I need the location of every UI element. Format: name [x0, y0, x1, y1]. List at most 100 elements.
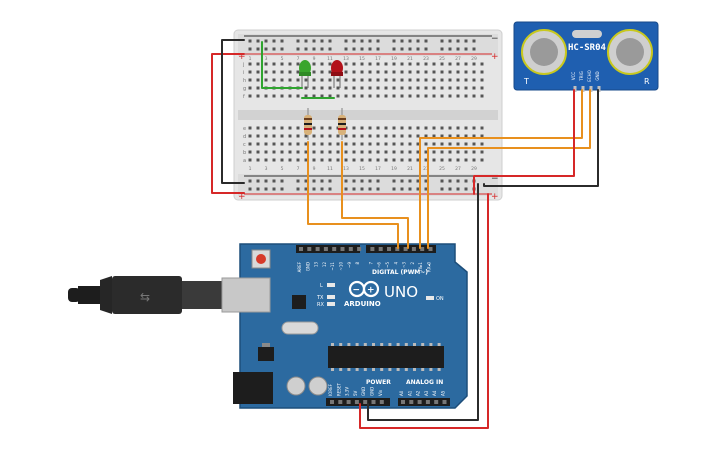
- column-number: 9: [313, 166, 316, 172]
- breadboard-hole: [400, 158, 404, 162]
- breadboard-hole: [360, 142, 364, 146]
- breadboard-hole: [360, 126, 364, 130]
- breadboard-hole: [312, 158, 316, 162]
- digital-pin-hole[interactable]: [307, 247, 312, 251]
- power-pin-hole[interactable]: [379, 400, 384, 404]
- digital-pin-hole[interactable]: [420, 247, 425, 251]
- analog-pin-hole[interactable]: [425, 400, 430, 404]
- chip-pin: [363, 368, 367, 371]
- power-pin-hole[interactable]: [371, 400, 376, 404]
- breadboard-hole: [360, 158, 364, 162]
- breadboard-hole: [352, 150, 356, 154]
- breadboard-hole: [432, 86, 436, 90]
- digital-pin-label: AREF: [297, 261, 302, 272]
- power-pin-label: 5V: [353, 390, 358, 396]
- rail-hole: [272, 39, 276, 43]
- power-pin-hole[interactable]: [330, 400, 334, 404]
- breadboard-hole: [296, 142, 300, 146]
- digital-pin-hole[interactable]: [403, 247, 408, 251]
- digital-pin-hole[interactable]: [332, 247, 337, 251]
- breadboard-hole: [248, 158, 252, 162]
- digital-pin-hole[interactable]: [378, 247, 383, 251]
- breadboard-hole: [408, 142, 412, 146]
- breadboard-hole: [472, 150, 476, 154]
- breadboard-hole: [480, 158, 484, 162]
- analog-pin-hole[interactable]: [434, 400, 439, 404]
- rail-hole: [464, 47, 468, 51]
- power-pin-hole[interactable]: [354, 400, 359, 404]
- wire-orange-trig: [419, 89, 583, 249]
- analog-pin-hole[interactable]: [417, 400, 422, 404]
- sensor-pin-label: GND: [595, 71, 600, 80]
- digital-pin-hole[interactable]: [387, 247, 391, 251]
- sensor-pin: [597, 86, 601, 92]
- breadboard-hole: [280, 150, 284, 154]
- digital-pin-hole[interactable]: [315, 247, 320, 251]
- breadboard-hole: [344, 158, 348, 162]
- chip-pin: [355, 343, 359, 346]
- breadboard-hole: [304, 150, 308, 154]
- sensor-pin: [581, 86, 585, 92]
- digital-pin-hole[interactable]: [323, 247, 328, 251]
- analog-pin-hole[interactable]: [442, 400, 447, 404]
- rail-hole: [312, 179, 316, 183]
- rail-plus-top: +: [491, 52, 499, 62]
- rail-hole: [280, 47, 284, 51]
- column-number: 11: [327, 166, 333, 172]
- digital-pin-hole[interactable]: [348, 247, 353, 251]
- rail-hole: [360, 187, 364, 191]
- power-pin-hole[interactable]: [363, 400, 368, 404]
- breadboard-hole: [448, 94, 452, 98]
- breadboard-hole: [264, 134, 268, 138]
- digital-pin-hole[interactable]: [370, 247, 375, 251]
- digital-pin-hole[interactable]: [411, 247, 416, 251]
- digital-pin-label: TX▸1: [418, 262, 423, 273]
- power-pin-hole[interactable]: [338, 400, 343, 404]
- digital-pin-hole[interactable]: [428, 247, 433, 251]
- rail-hole: [352, 187, 356, 191]
- breadboard-hole: [472, 142, 476, 146]
- column-number: 29: [471, 56, 477, 62]
- breadboard-hole: [296, 94, 300, 98]
- breadboard-hole: [368, 94, 372, 98]
- column-number: 15: [359, 166, 365, 172]
- breadboard-hole: [352, 158, 356, 162]
- chip-pin: [339, 368, 343, 371]
- breadboard-hole: [272, 62, 276, 66]
- breadboard-hole: [472, 158, 476, 162]
- breadboard-hole: [424, 70, 428, 74]
- digital-pin-hole[interactable]: [340, 247, 345, 251]
- breadboard-hole: [392, 134, 396, 138]
- rail-hole: [416, 187, 420, 191]
- rail-hole: [320, 47, 324, 51]
- breadboard-hole: [480, 70, 484, 74]
- analog-pin-hole[interactable]: [409, 400, 414, 404]
- rail-plus-bottom: +: [491, 192, 499, 202]
- breadboard-hole: [336, 150, 340, 154]
- breadboard-hole: [472, 86, 476, 90]
- sensor-pin-label: ECHO: [587, 70, 592, 81]
- rail-hole: [264, 187, 268, 191]
- digital-pin-hole[interactable]: [299, 247, 303, 251]
- breadboard-hole: [272, 94, 276, 98]
- sensor-pin-label: VCC: [571, 72, 576, 81]
- rail-hole: [424, 39, 428, 43]
- rail-hole: [272, 179, 276, 183]
- breadboard-hole: [384, 78, 388, 82]
- analog-pin-hole[interactable]: [401, 400, 405, 404]
- breadboard-hole: [416, 86, 420, 90]
- row-letter: a: [243, 158, 246, 164]
- column-number: 27: [455, 56, 461, 62]
- power-pin-hole[interactable]: [346, 400, 351, 404]
- digital-pin-label: 7: [368, 262, 373, 265]
- digital-pin-hole[interactable]: [357, 247, 362, 251]
- breadboard-hole: [320, 126, 324, 130]
- breadboard-hole: [368, 158, 372, 162]
- breadboard-hole: [328, 62, 332, 66]
- breadboard-hole: [320, 158, 324, 162]
- breadboard-hole: [440, 134, 444, 138]
- digital-pin-hole[interactable]: [395, 247, 400, 251]
- rail-hole: [304, 47, 308, 51]
- breadboard-hole: [400, 134, 404, 138]
